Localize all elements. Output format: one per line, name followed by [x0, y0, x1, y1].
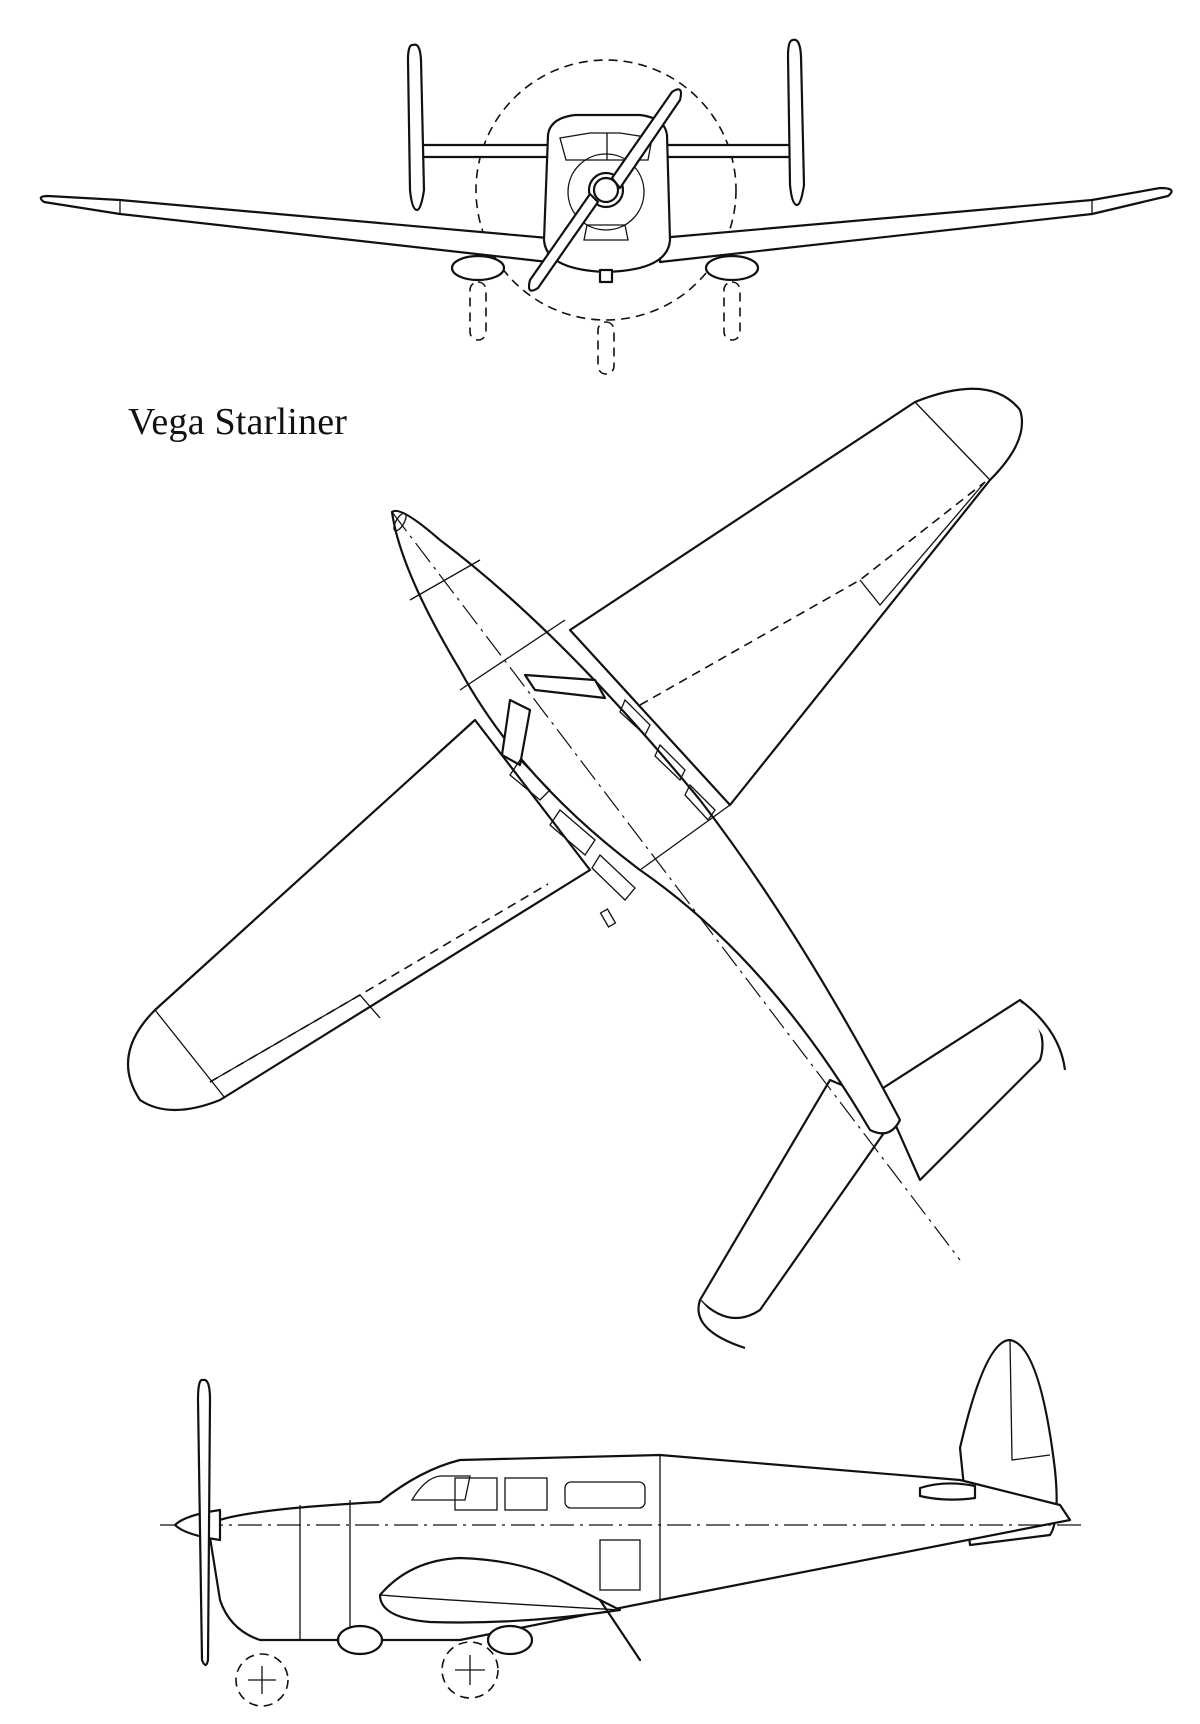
right-fin-front — [786, 38, 806, 207]
left-fin-plan — [697, 1299, 746, 1350]
spinner-side — [173, 1508, 222, 1542]
tailplane-side — [918, 1482, 977, 1501]
right-fin-plan — [1019, 999, 1067, 1071]
tailplane-plan — [698, 1078, 902, 1320]
nose-wheel-extended — [235, 1653, 289, 1707]
main-wheel-side — [336, 1624, 384, 1656]
propeller-blade-upper — [610, 88, 683, 190]
cabin-window-2 — [504, 1477, 548, 1511]
propeller-blade-lower — [527, 192, 600, 292]
front-view — [39, 38, 1173, 375]
windscreen-side — [410, 1475, 471, 1501]
right-nacelle-front — [704, 254, 760, 282]
left-gear-front — [469, 281, 487, 341]
cabin-window-3 — [564, 1481, 646, 1509]
propeller-disc-front — [475, 59, 737, 321]
tail-strut-side — [598, 1598, 642, 1662]
right-wing-front — [658, 186, 1173, 264]
left-aileron-plan — [209, 994, 381, 1083]
nose-gear-front — [597, 321, 615, 375]
side-view — [160, 1338, 1085, 1707]
cabin-window-1 — [454, 1477, 498, 1511]
left-wing-front — [39, 194, 550, 264]
propeller-side — [196, 1378, 212, 1667]
main-wheel-extended — [441, 1641, 499, 1699]
centerline-plan — [391, 511, 961, 1261]
left-wing-plan — [126, 718, 592, 1112]
right-gear-front — [723, 281, 741, 341]
windscreen-plan — [523, 673, 607, 700]
tailplane-right-plan — [878, 998, 1044, 1182]
right-wing-plan — [568, 387, 1024, 807]
drawing-title: Vega Starliner — [128, 401, 348, 443]
cowling-front — [567, 153, 645, 231]
plan-view — [126, 387, 1067, 1350]
door-side — [599, 1539, 641, 1591]
fuselage-plan — [390, 509, 902, 1135]
left-nacelle-front — [450, 254, 506, 282]
left-fin-front — [406, 43, 426, 212]
